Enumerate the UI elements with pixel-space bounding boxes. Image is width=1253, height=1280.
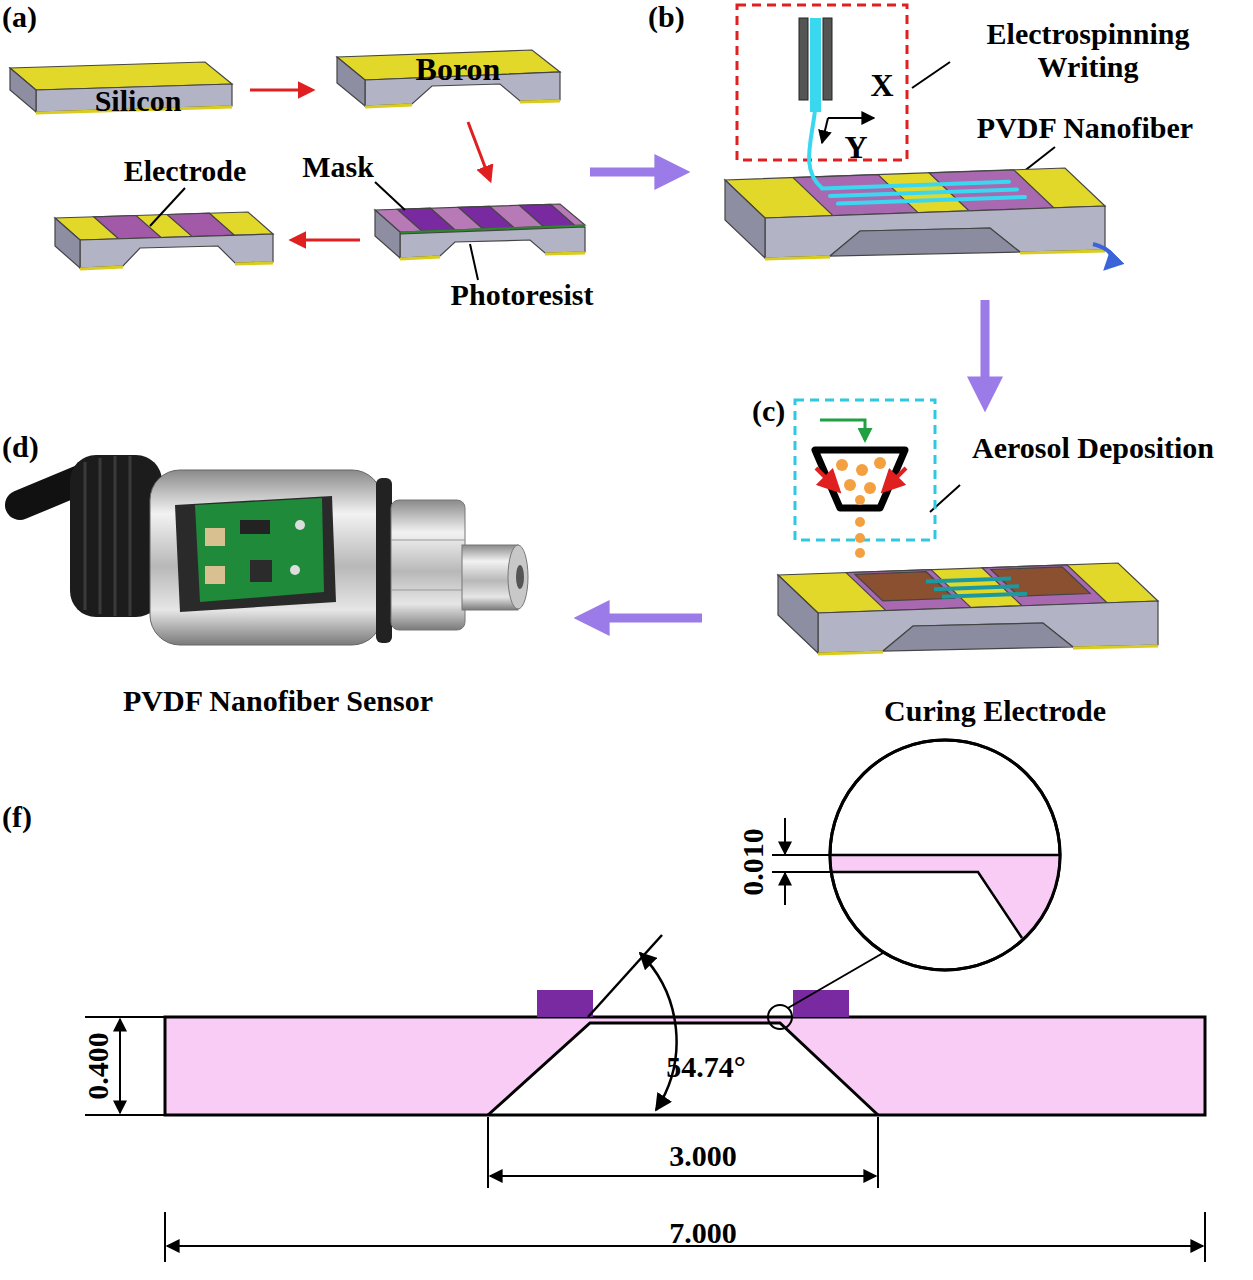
masked-wafer: [375, 204, 585, 259]
material-label: Silicon: [95, 84, 182, 117]
dimension-value: 0.400: [81, 1032, 114, 1100]
process-arrows: [250, 90, 490, 240]
process-label: Curing Electrode: [884, 694, 1106, 727]
dimension-lines: [85, 818, 1205, 1262]
leader-lines: [150, 62, 1055, 512]
aerosol-nozzle: [795, 400, 935, 558]
dimension-value: 0.010: [736, 828, 769, 896]
electrode-wafer: [55, 212, 273, 269]
part-label: Electrode: [124, 154, 247, 187]
fiber-wafer: [725, 168, 1105, 259]
panel-label: (a): [2, 0, 37, 33]
dimension-value: 3.000: [669, 1139, 737, 1172]
dimension-value: 7.000: [669, 1216, 737, 1249]
panel-label: (f): [2, 800, 32, 833]
panel-label: (b): [648, 0, 685, 33]
part-label: Mask: [302, 150, 374, 183]
boron-wafer: [337, 50, 560, 107]
panel-label: (c): [752, 394, 785, 427]
panel-label: (d): [2, 430, 39, 463]
sensor-package: [20, 455, 528, 645]
electrospinning-head: [737, 5, 907, 160]
cured-wafer: [778, 563, 1158, 654]
material-label: Boron: [416, 52, 501, 87]
part-label: PVDF Nanofiber: [977, 111, 1193, 144]
angle-value: 54.74°: [666, 1050, 746, 1083]
axis-label: Y: [844, 130, 867, 165]
process-label: Aerosol Deposition: [972, 431, 1214, 464]
cross-section: [165, 740, 1205, 1115]
process-label: Electrospinning Writing: [943, 17, 1233, 83]
device-label: PVDF Nanofiber Sensor: [123, 684, 433, 717]
axis-label: X: [870, 68, 893, 103]
part-label: Photoresist: [451, 278, 594, 311]
rotation-arrow: [1093, 244, 1112, 268]
